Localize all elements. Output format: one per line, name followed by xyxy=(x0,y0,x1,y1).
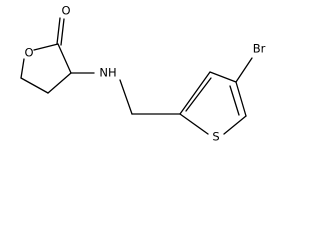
bond-c4t-c5t xyxy=(235,81,247,117)
bond-c2t-c3t-inner xyxy=(185,77,212,112)
molecule-structure: O O NH S Br xyxy=(20,4,266,144)
bond-c3-c4 xyxy=(47,72,72,94)
bond-c5-o-ring xyxy=(20,58,25,79)
amine-linker xyxy=(70,72,181,115)
atom-nh: NH xyxy=(99,66,116,80)
bond-n-ch2 xyxy=(119,79,133,115)
lactone-ring xyxy=(20,17,72,94)
bond-o-ring-c2 xyxy=(33,43,59,51)
atom-br: Br xyxy=(253,42,266,56)
bond-s-c2t xyxy=(179,113,209,135)
bond-c4t-br xyxy=(235,57,253,83)
bond-c2-o-carbonyl-2 xyxy=(60,18,65,46)
atom-o-carbonyl: O xyxy=(61,4,70,18)
bond-c2-o-carbonyl-1 xyxy=(56,17,61,45)
bond-c3t-c4t xyxy=(209,71,237,83)
bond-c2-c3 xyxy=(57,43,72,74)
bond-c5t-s xyxy=(223,115,247,135)
thiophene-ring xyxy=(179,57,253,135)
atom-s: S xyxy=(212,130,219,144)
bond-c4t-c5t-inner xyxy=(229,85,240,116)
bond-c2t-c3t xyxy=(179,71,211,115)
bond-c4-c5 xyxy=(20,77,49,94)
atom-o-ring: O xyxy=(24,46,33,60)
